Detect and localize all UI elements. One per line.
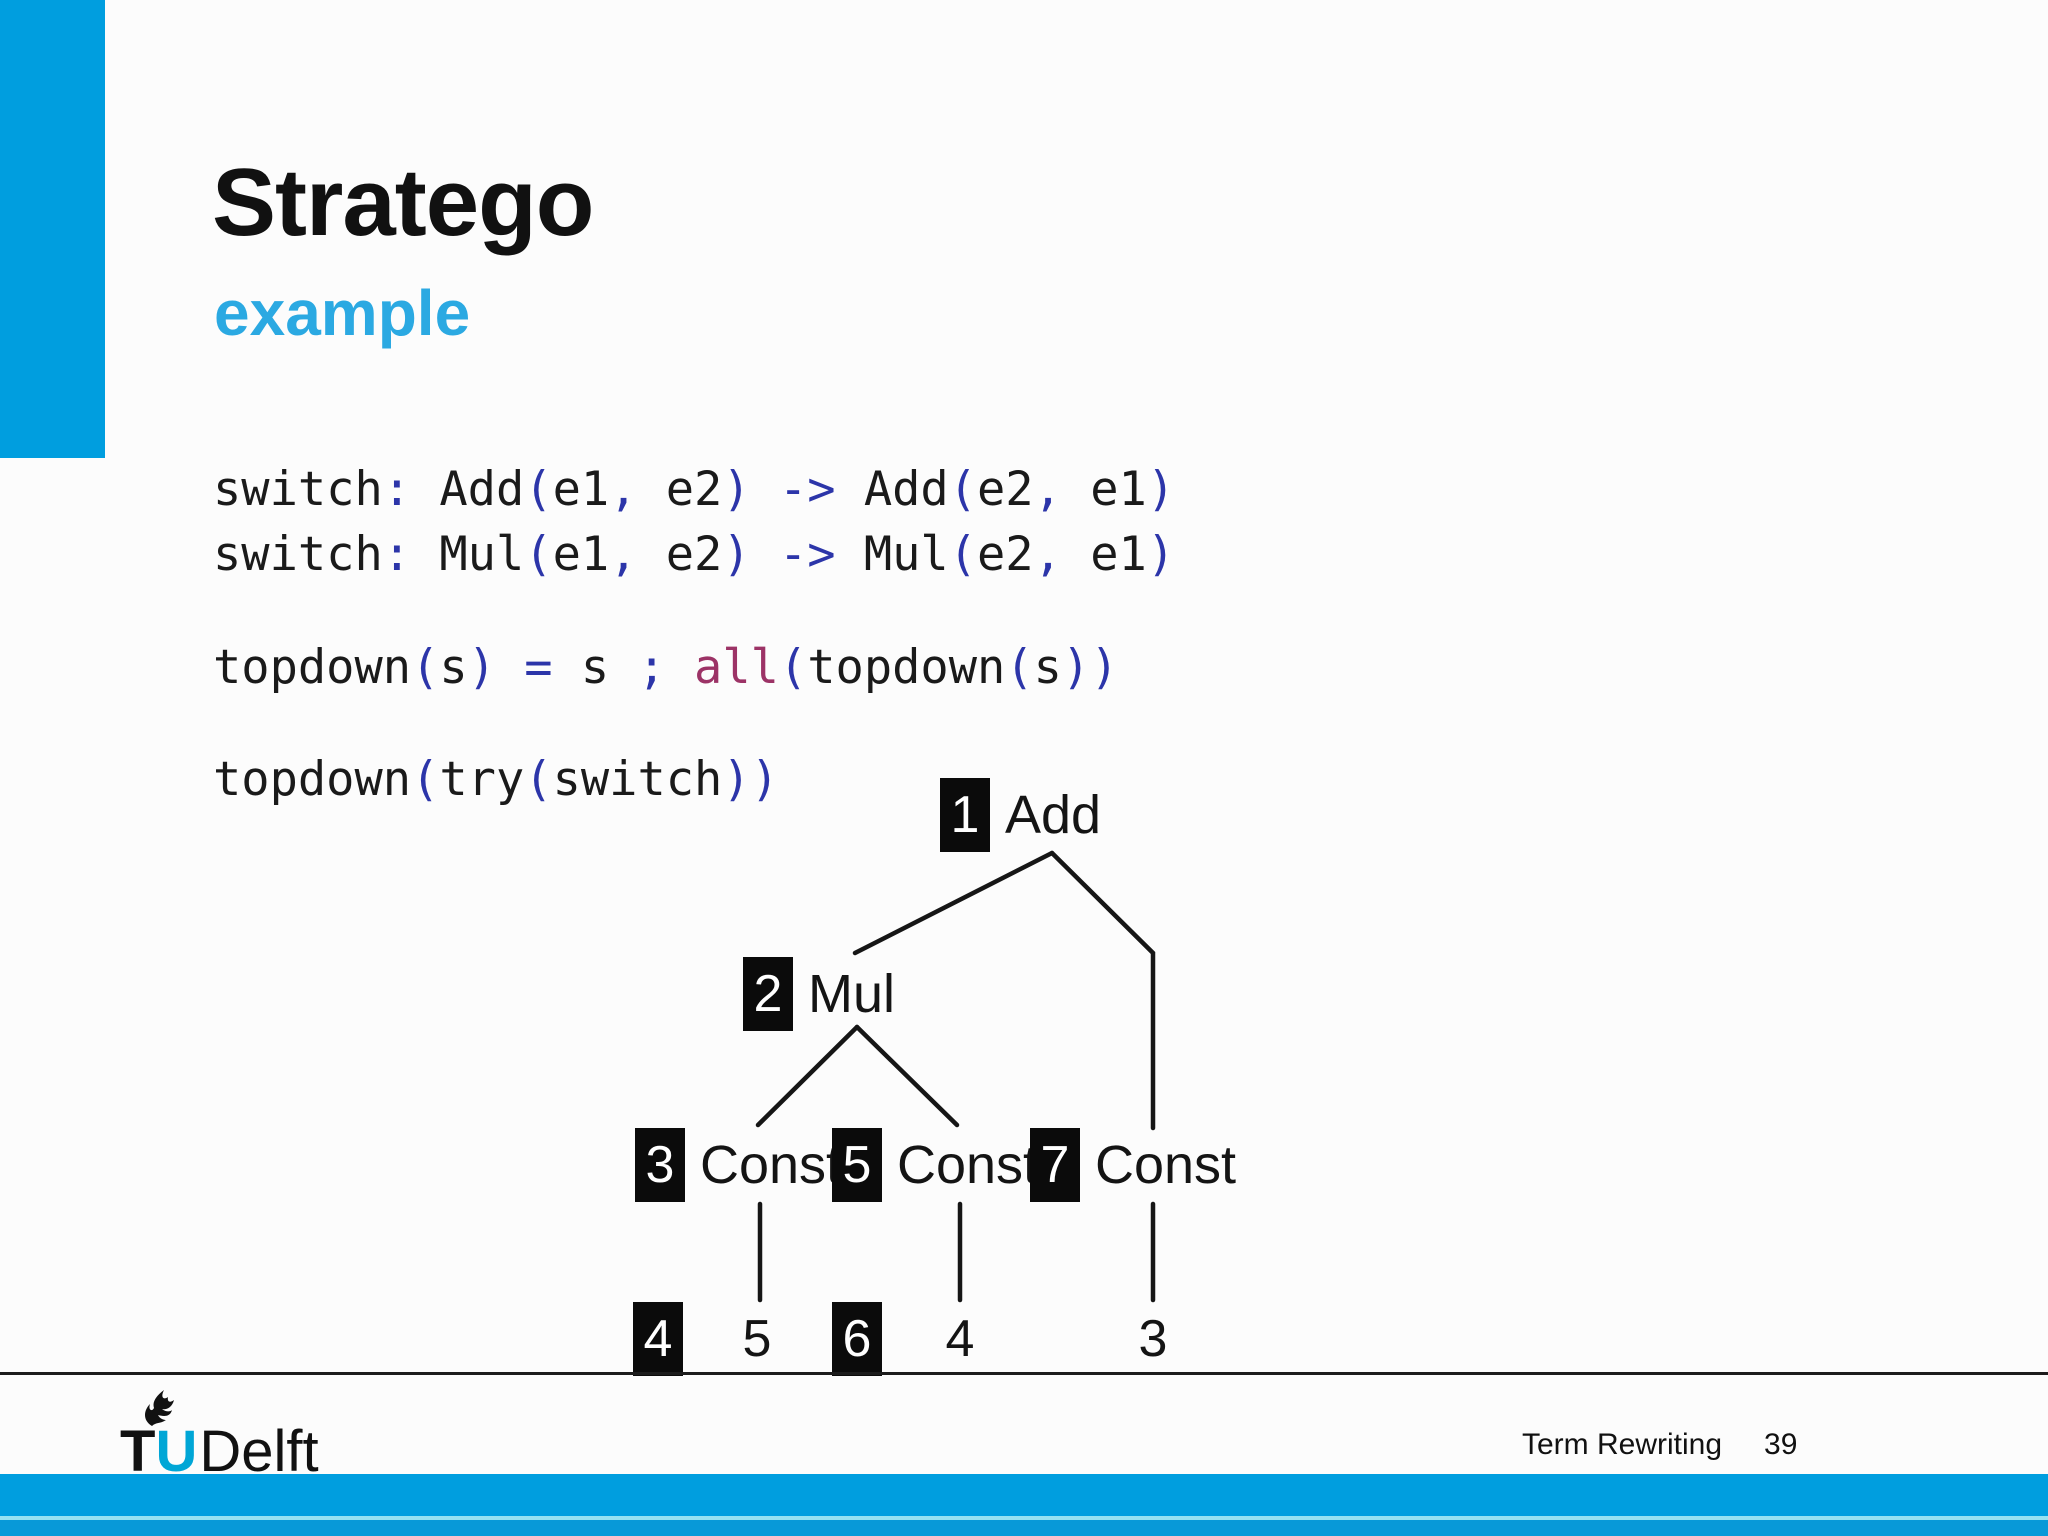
flame-icon <box>145 1390 174 1426</box>
visit-order-badge: 2 <box>743 957 793 1031</box>
bottom-bar <box>0 1474 2048 1516</box>
visit-order-badge: 3 <box>635 1128 685 1202</box>
tree-leaf-value: 3 <box>1138 1310 1168 1368</box>
footer-divider <box>0 1372 2048 1375</box>
visit-order-badge: 6 <box>832 1302 882 1376</box>
tree-leaf-value: 5 <box>742 1310 772 1368</box>
visit-order-badge: 7 <box>1030 1128 1080 1202</box>
tree-node-label: Add <box>1005 785 1102 845</box>
bottom-bar-highlight <box>0 1516 2048 1520</box>
visit-order-badge: 5 <box>832 1128 882 1202</box>
tree-node-label: Mul <box>808 964 896 1024</box>
code-line: topdown(s) = s ; all(topdown(s)) <box>213 640 1119 695</box>
logo-letter-u: U <box>155 1419 198 1484</box>
code-line: topdown(try(switch)) <box>213 752 779 807</box>
logo-delft: Delft <box>199 1419 319 1484</box>
course-name: Term Rewriting <box>1522 1428 1723 1461</box>
edge-add-const7 <box>1049 850 1156 1131</box>
tree-node-add: 1 Add <box>940 778 1101 852</box>
edge-mul-const5 <box>854 1024 960 1128</box>
edge-mul-const3 <box>755 1024 860 1128</box>
tree-node-mul: 2 Mul <box>743 957 895 1031</box>
tree-leaf-badge-6: 6 <box>832 1302 882 1376</box>
page-title: Stratego <box>212 149 594 256</box>
footer-text: Term Rewriting 39 <box>1522 1428 1797 1462</box>
logo-letter-t: T <box>120 1419 156 1484</box>
visit-order-badge: 1 <box>940 778 990 852</box>
bottom-bar-strip <box>0 1520 2048 1536</box>
tree-leaf-value: 4 <box>945 1310 975 1368</box>
code-line: switch: Add(e1, e2) -> Add(e2, e1) <box>213 462 1176 517</box>
tree-node-label: Const <box>700 1135 842 1195</box>
tree-node-const-left: 3 Const <box>635 1128 841 1202</box>
tree-node-label: Const <box>1095 1135 1237 1195</box>
tree-node-const-right: 7 Const <box>1030 1128 1236 1202</box>
tree-leaf-badge-4: 4 <box>633 1302 683 1376</box>
tree-node-const-mid: 5 Const <box>832 1128 1038 1202</box>
page-subtitle: example <box>214 277 471 349</box>
visit-order-badge: 4 <box>633 1302 683 1376</box>
page-number: 39 <box>1764 1428 1798 1461</box>
code-line: switch: Mul(e1, e2) -> Mul(e2, e1) <box>213 527 1176 582</box>
edge-add-mul <box>852 850 1055 956</box>
tree-node-label: Const <box>897 1135 1039 1195</box>
accent-bar <box>0 0 105 458</box>
